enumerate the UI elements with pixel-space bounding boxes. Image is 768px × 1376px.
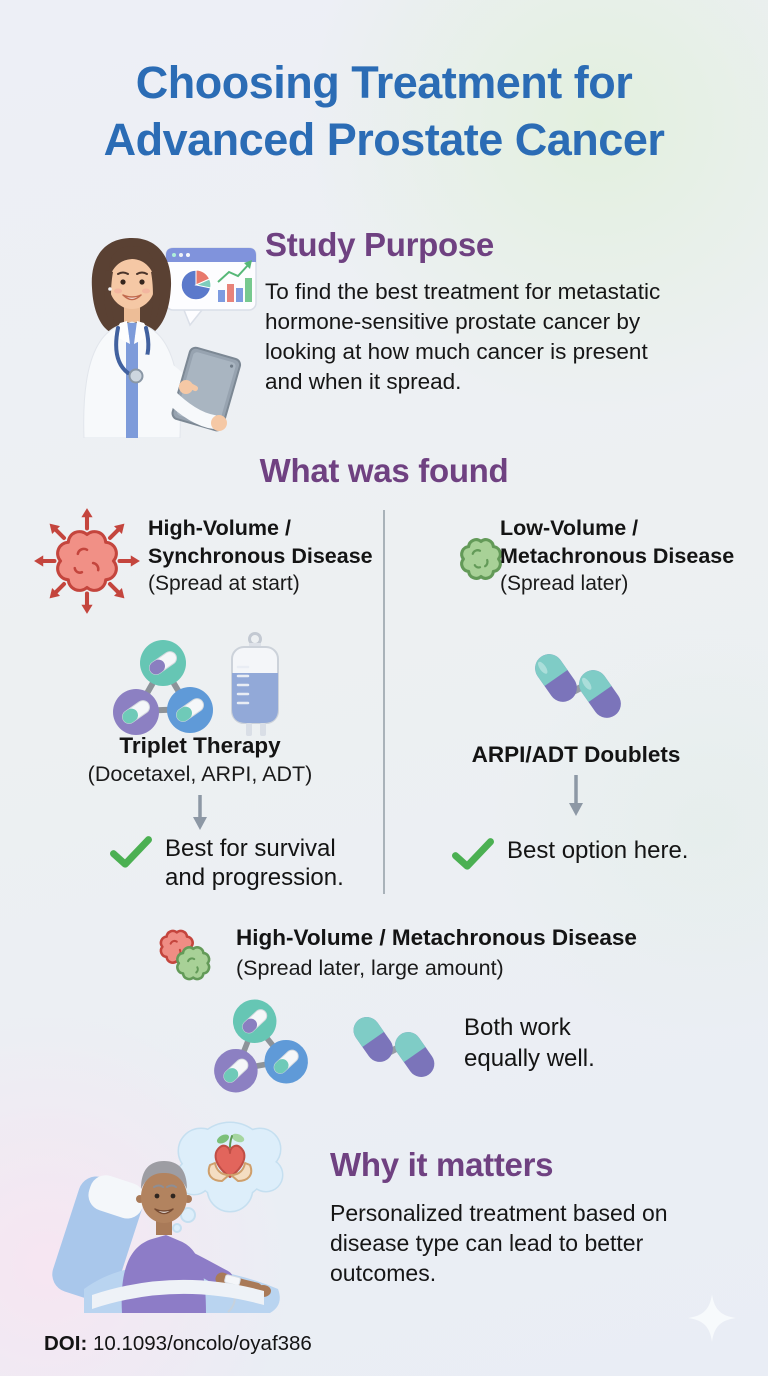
doi-line: DOI: 10.1093/oncolo/oyaf386 — [44, 1332, 312, 1356]
study-purpose-heading: Study Purpose — [265, 226, 494, 263]
localized-tumor-icon — [460, 538, 502, 580]
outcome-text: Both work — [464, 1014, 571, 1041]
outcome-text: Best for survival — [165, 835, 336, 862]
finding-subtitle: (Spread at start) — [148, 572, 300, 595]
left-outcome: Best for survival and progression. — [110, 834, 344, 892]
outcome-text: and progression. — [165, 864, 344, 891]
findings-heading: What was found — [259, 452, 509, 489]
patient-illustration — [52, 1121, 284, 1313]
finding-title: Synchronous Disease — [148, 544, 373, 568]
study-purpose-text: To find the best treatment for metastati… — [265, 279, 661, 304]
page-title: Choosing Treatment for Advanced Prostate… — [0, 54, 768, 168]
sparkle-icon — [688, 1294, 736, 1342]
why-it-matters-line: outcomes. — [330, 1260, 437, 1286]
doublet-therapy-icon — [535, 654, 621, 718]
mixed-tumor-icon — [159, 929, 211, 981]
triplet-therapy-icon — [113, 640, 213, 735]
doublet-therapy-icon — [353, 1017, 435, 1077]
doublet-therapy-name: ARPI/ADT Doublets — [471, 742, 681, 767]
right-outcome: Best option here. — [452, 836, 688, 871]
column-divider — [383, 510, 385, 894]
triplet-therapy-icon — [214, 999, 308, 1093]
page-title-line1: Choosing Treatment for — [135, 57, 633, 108]
outcome-text: Best option here. — [507, 837, 689, 864]
why-it-matters-text: Personalized treatment based on disease … — [330, 1198, 668, 1288]
low-volume-metachronous-label: Low-Volume / Metachronous Disease (Sprea… — [500, 514, 734, 598]
study-purpose-text: hormone-sensitive prostate cancer by — [265, 309, 641, 334]
finding-title: Metachronous Disease — [500, 544, 735, 568]
triplet-therapy-detail: (Docetaxel, ARPI, ADT) — [87, 762, 313, 786]
why-it-matters-line: Personalized treatment based on — [330, 1200, 668, 1226]
high-volume-synchronous-label: High-Volume / Synchronous Disease (Sprea… — [148, 514, 373, 598]
mid-outcome: Both work equally well. — [464, 1012, 595, 1074]
why-it-matters-heading: Why it matters — [330, 1146, 554, 1183]
spreading-tumor-icon — [34, 508, 140, 614]
chart-window-icon — [165, 247, 257, 327]
mid-finding-subtitle: (Spread later, large amount) — [236, 956, 504, 980]
finding-title: High-Volume / — [148, 516, 291, 540]
study-purpose-text: looking at how much cancer is present — [265, 339, 648, 364]
doctor-illustration — [83, 238, 257, 438]
study-purpose-section: Study Purpose To find the best treatment… — [265, 226, 733, 397]
why-it-matters-line: disease type can lead to better — [330, 1230, 644, 1256]
finding-title: Low-Volume / — [500, 516, 639, 540]
outcome-text: equally well. — [464, 1045, 595, 1072]
study-purpose-text: and when it spread. — [265, 369, 462, 394]
check-icon — [452, 838, 494, 870]
hands-holding-heart-icon — [207, 1133, 253, 1182]
doi-value: 10.1093/oncolo/oyaf386 — [92, 1332, 312, 1355]
page-title-line2: Advanced Prostate Cancer — [103, 114, 665, 165]
down-arrow-icon — [569, 775, 583, 816]
down-arrow-icon — [193, 795, 207, 830]
finding-subtitle: (Spread later) — [500, 572, 629, 595]
check-icon — [110, 836, 152, 868]
mid-finding-title: High-Volume / Metachronous Disease — [236, 925, 637, 950]
triplet-therapy-name: Triplet Therapy — [119, 733, 281, 758]
iv-bag-icon — [231, 632, 279, 736]
doi-label: DOI: — [44, 1332, 88, 1355]
